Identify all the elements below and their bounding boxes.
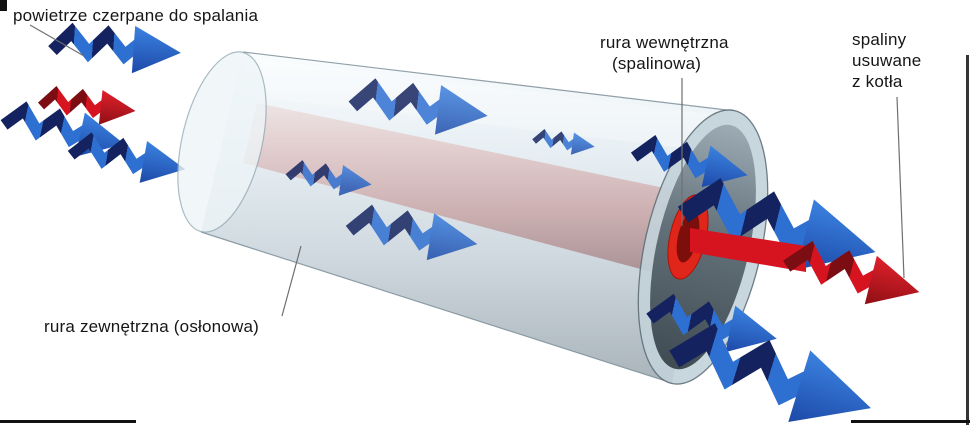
label-outer-pipe: rura zewnętrzna (osłonowa) bbox=[44, 317, 259, 336]
air-intake-arrows bbox=[1, 20, 189, 190]
right-border bbox=[966, 55, 969, 425]
leader-air-intake bbox=[29, 24, 85, 57]
label-exhaust-1: spaliny bbox=[852, 30, 907, 49]
leader-outer-pipe bbox=[281, 245, 302, 317]
air-in-arrow-icon bbox=[69, 128, 189, 190]
tube-highlight bbox=[238, 58, 720, 150]
leader-lines bbox=[29, 24, 905, 317]
label-inner-pipe-1: rura wewnętrzna bbox=[600, 33, 729, 52]
exhaust-beam bbox=[690, 228, 806, 272]
corner-mark bbox=[0, 0, 7, 11]
outer-tube-left-cap bbox=[177, 51, 267, 233]
bottom-right-border bbox=[851, 420, 970, 423]
label-air-intake: powietrze czerpane do spalania bbox=[13, 6, 258, 25]
bottom-left-border bbox=[0, 420, 136, 423]
outflow-arrows bbox=[631, 131, 925, 425]
label-exhaust-2: usuwane bbox=[852, 51, 921, 70]
label-inner-pipe-2: (spalinowa) bbox=[612, 54, 701, 73]
labels: powietrze czerpane do spalania rura wewn… bbox=[13, 6, 921, 336]
leader-exhaust bbox=[896, 96, 905, 279]
label-exhaust-3: z kotła bbox=[852, 72, 903, 91]
outer-tube-body bbox=[201, 52, 735, 383]
tube-edges bbox=[200, 51, 736, 384]
